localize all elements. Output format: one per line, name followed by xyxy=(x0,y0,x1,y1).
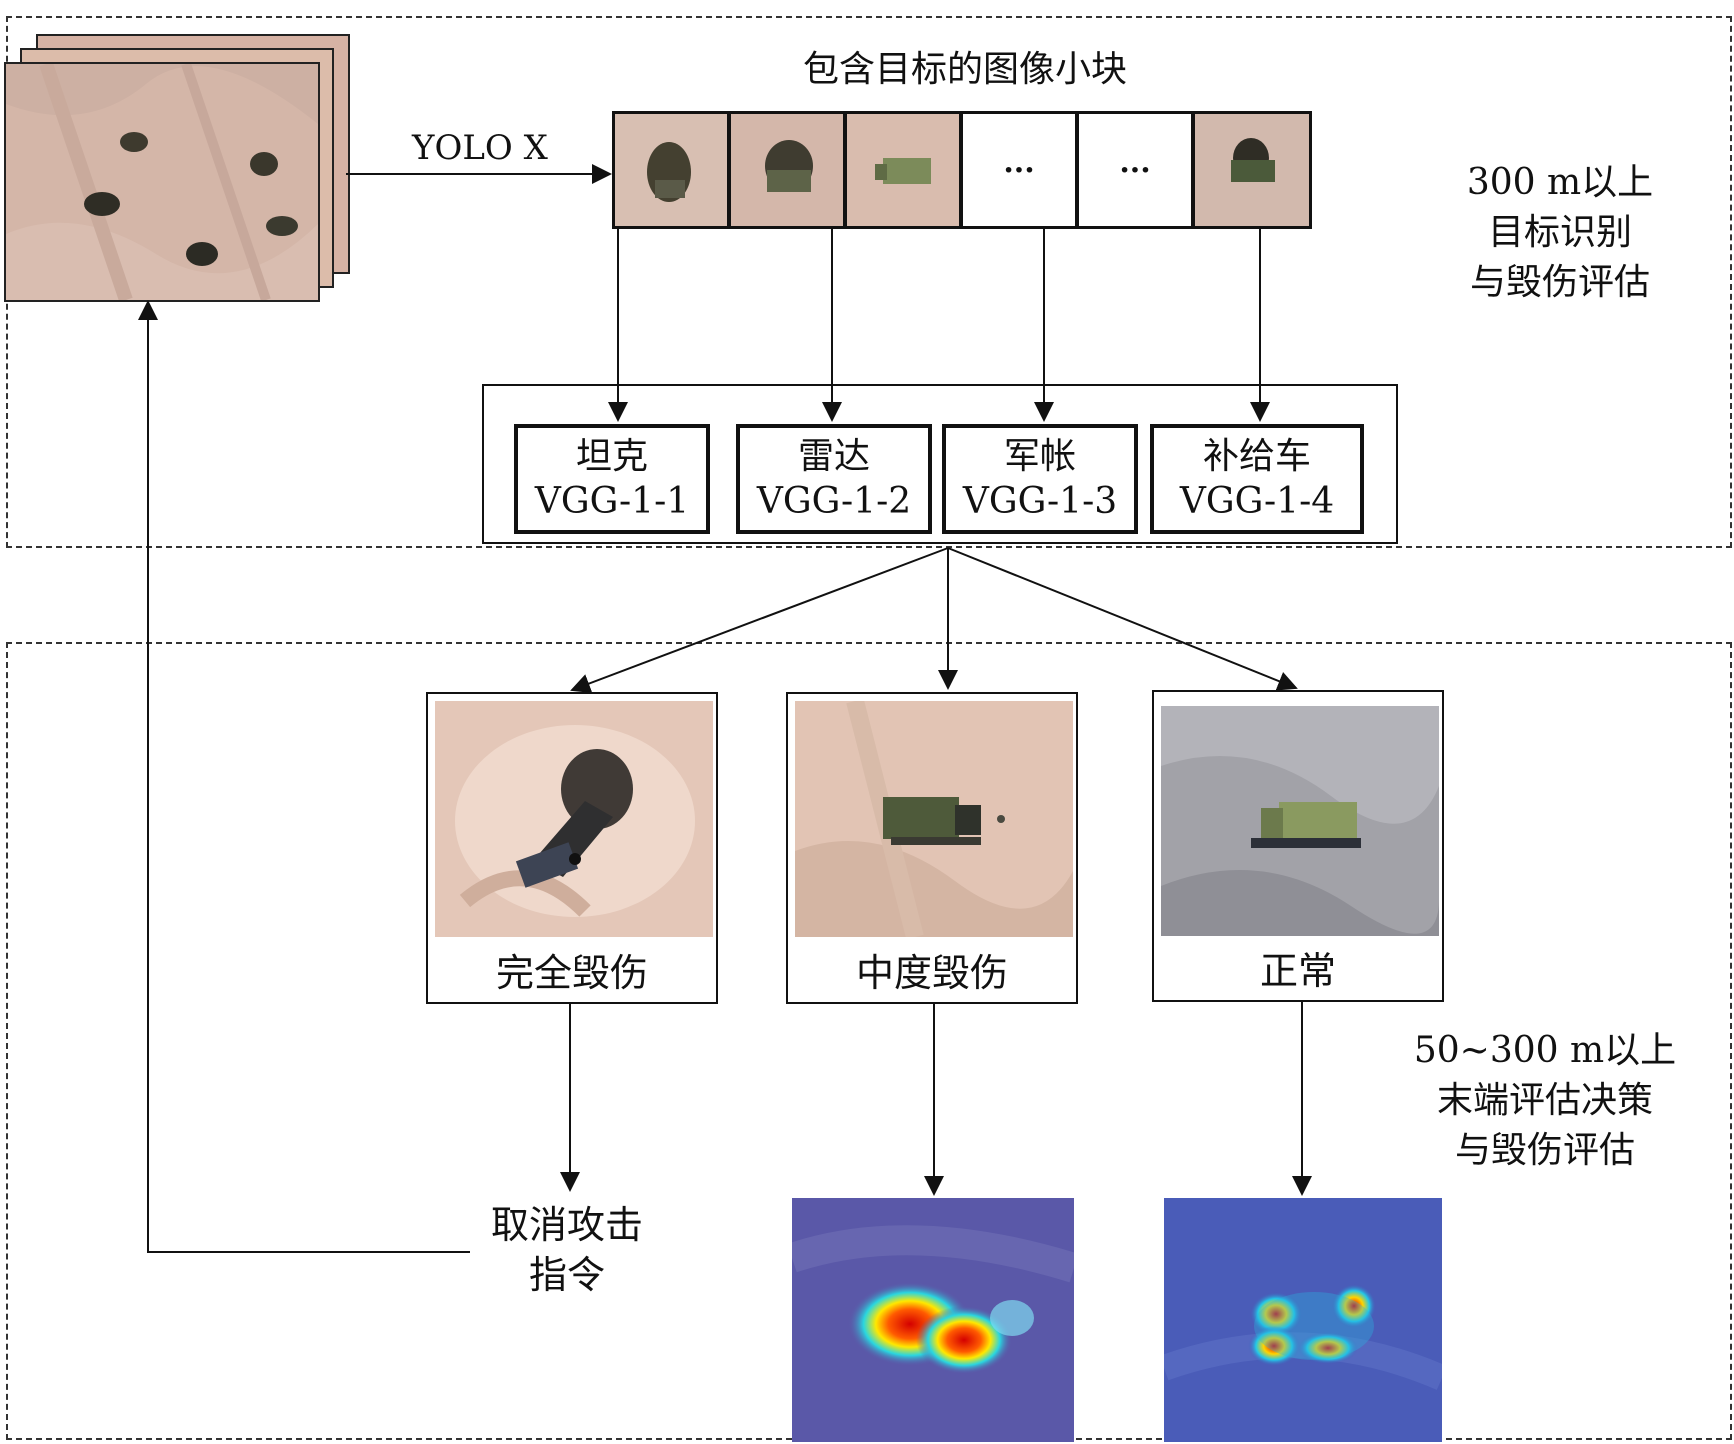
stage1-label-line-2: 目标识别 xyxy=(1487,212,1632,253)
stage2-label: 50~300 m以上 末端评估决策 与毁伤评估 xyxy=(1400,1026,1690,1176)
damage-image-normal xyxy=(1161,706,1439,936)
classifier-supply-truck-model: VGG-1-4 xyxy=(1179,481,1335,522)
input-image-stack xyxy=(4,34,350,302)
patch-tile-2 xyxy=(728,111,846,229)
stage1-label-line-3: 与毁伤评估 xyxy=(1469,262,1650,303)
damage-label-destroyed: 完全毁伤 xyxy=(495,951,648,995)
cancel-attack-line-1: 取消攻击 xyxy=(490,1203,643,1247)
damage-image-destroyed xyxy=(435,701,713,937)
damage-label-normal: 正常 xyxy=(1259,949,1336,993)
yolo-label: YOLO X xyxy=(412,128,548,168)
stage2-label-line-1: 50~300 m以上 xyxy=(1413,1030,1677,1071)
heatmap-moderate-image xyxy=(792,1198,1074,1442)
damage-card-moderate: 中度毁伤 xyxy=(786,692,1078,1004)
damage-card-normal: 正常 xyxy=(1152,690,1444,1002)
stage2-label-line-2: 末端评估决策 xyxy=(1436,1080,1653,1121)
classifier-radar: 雷达 VGG-1-2 xyxy=(736,424,932,534)
satellite-image xyxy=(6,64,318,300)
patch-strip: ··· ··· xyxy=(612,111,1312,229)
classifier-tank-name: 坦克 xyxy=(575,436,648,477)
heatmap-moderate xyxy=(792,1198,1074,1442)
patches-title: 包含目标的图像小块 xyxy=(802,49,1127,90)
patch-tile-1 xyxy=(612,111,730,229)
patch-ellipsis-1: ··· xyxy=(960,111,1078,229)
stage2-label-line-3: 与毁伤评估 xyxy=(1454,1130,1635,1171)
stage1-label: 300 m以上 目标识别 与毁伤评估 xyxy=(1420,158,1700,308)
cancel-attack-line-2: 指令 xyxy=(528,1253,605,1297)
classifier-tank-model: VGG-1-1 xyxy=(534,481,690,522)
classifier-tank: 坦克 VGG-1-1 xyxy=(514,424,710,534)
patch-tile-4 xyxy=(1192,111,1312,229)
stage1-label-line-1: 300 m以上 xyxy=(1466,162,1654,203)
damage-image-moderate xyxy=(795,701,1073,937)
classifier-group xyxy=(482,384,1398,544)
heatmap-normal-image xyxy=(1164,1198,1442,1442)
patch-ellipsis-2: ··· xyxy=(1076,111,1194,229)
classifier-tent-name: 军帐 xyxy=(1003,436,1076,477)
heatmap-normal xyxy=(1164,1198,1442,1442)
classifier-tent: 军帐 VGG-1-3 xyxy=(942,424,1138,534)
classifier-radar-model: VGG-1-2 xyxy=(756,481,912,522)
classifier-supply-truck: 补给车 VGG-1-4 xyxy=(1150,424,1364,534)
classifier-tent-model: VGG-1-3 xyxy=(962,481,1118,522)
cancel-attack-label: 取消攻击 指令 xyxy=(462,1200,672,1300)
patch-tile-3 xyxy=(844,111,962,229)
classifier-radar-name: 雷达 xyxy=(797,436,870,477)
damage-card-destroyed: 完全毁伤 xyxy=(426,692,718,1004)
classifier-supply-truck-name: 补给车 xyxy=(1202,436,1311,477)
damage-label-moderate: 中度毁伤 xyxy=(855,951,1008,995)
